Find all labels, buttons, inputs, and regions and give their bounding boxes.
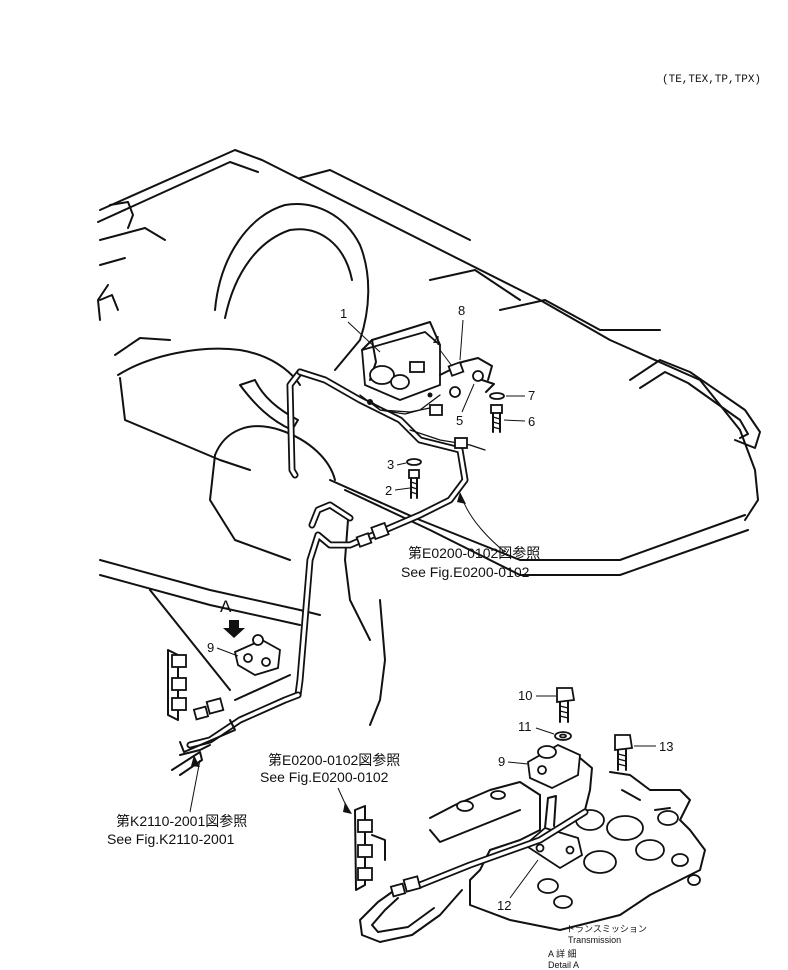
callout-6: 6 — [528, 414, 535, 429]
bolt-2-3 — [406, 458, 422, 499]
controller-box[interactable] — [361, 321, 441, 415]
detail-sensor-9[interactable] — [527, 743, 593, 811]
left-bracket — [167, 634, 291, 776]
reference-upper: 第E0200-0102図参照 See Fig.E0200-0102 — [401, 492, 540, 580]
ref-lower-jp: 第E0200-0102図参照 — [268, 752, 400, 768]
operator-seat — [117, 203, 370, 561]
callout-4: 4 — [433, 333, 440, 348]
callout-1: 1 — [340, 306, 347, 321]
callout-13: 13 — [659, 739, 673, 754]
callout-5: 5 — [456, 413, 463, 428]
box-fittings — [439, 357, 495, 398]
callouts: 1 8 4 5 7 6 3 2 9 10 11 9 13 12 — [207, 303, 673, 913]
machine-body — [97, 149, 761, 726]
detail-labels: トランスミッション Transmission A 詳 細 Detail A — [548, 924, 647, 970]
ref-lower-en: See Fig.E0200-0102 — [260, 769, 389, 785]
bolt-13 — [614, 734, 634, 771]
applicability-label: (TE,TEX,TP,TPX) — [662, 74, 761, 86]
detail-a-transmission — [429, 771, 706, 931]
detail-a-arrow: A — [220, 597, 245, 638]
callout-11: 11 — [518, 719, 532, 734]
transmission-en: Transmission — [568, 935, 621, 945]
wiring-harness-upper — [186, 368, 486, 749]
callout-10: 10 — [518, 688, 532, 703]
detail-a-en: Detail A — [548, 960, 579, 970]
callout-2: 2 — [385, 483, 392, 498]
bolt-10-11 — [554, 687, 576, 741]
bolt-6-7 — [489, 392, 505, 433]
callout-12: 12 — [497, 898, 511, 913]
callout-9-detail: 9 — [498, 754, 505, 769]
ref-k2110-en: See Fig.K2110-2001 — [107, 831, 235, 847]
detail-a-jp: A 詳 細 — [548, 948, 577, 959]
ref-upper-jp: 第E0200-0102図参照 — [408, 545, 540, 561]
detail-a-label: A — [220, 597, 232, 616]
callout-8: 8 — [458, 303, 465, 318]
ref-k2110-jp: 第K2110-2001図参照 — [116, 813, 247, 829]
detail-harness — [354, 805, 589, 943]
reference-k2110: 第K2110-2001図参照 See Fig.K2110-2001 — [107, 755, 247, 847]
ref-upper-en: See Fig.E0200-0102 — [401, 564, 530, 580]
callout-3: 3 — [387, 457, 394, 472]
reference-lower: 第E0200-0102図参照 See Fig.E0200-0102 — [260, 752, 400, 814]
transmission-jp: トランスミッション — [566, 924, 647, 934]
callout-7: 7 — [528, 388, 535, 403]
callout-9-main: 9 — [207, 640, 214, 655]
